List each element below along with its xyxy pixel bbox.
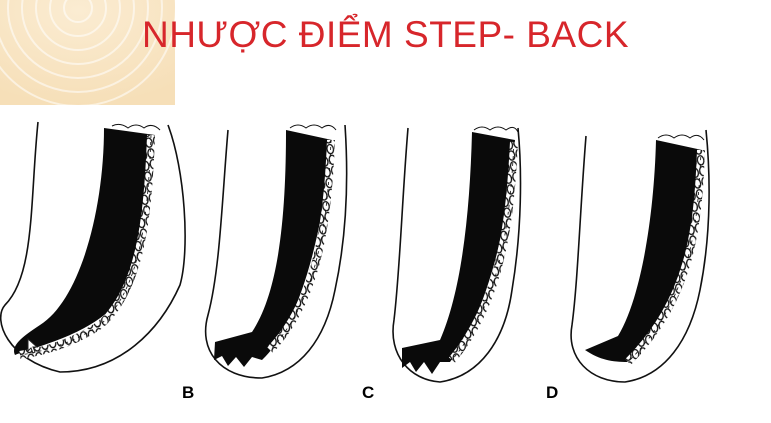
panel-label-b: B	[182, 383, 194, 402]
panel-label-c: C	[362, 383, 374, 402]
root-canal-fill	[214, 130, 332, 367]
corner-decoration	[0, 0, 175, 105]
tooth-panel-d: D	[546, 129, 710, 402]
mouse-pointer-icon	[27, 338, 39, 354]
tooth-panel-b: B	[182, 124, 348, 402]
root-canal-fill	[402, 132, 515, 374]
slide-title: NHƯỢC ĐIỂM STEP- BACK	[141, 14, 630, 55]
tooth-panel-a	[0, 121, 186, 373]
tooth-panel-c: C	[362, 126, 522, 402]
root-canal-fill	[585, 140, 702, 362]
panel-label-d: D	[546, 383, 558, 402]
